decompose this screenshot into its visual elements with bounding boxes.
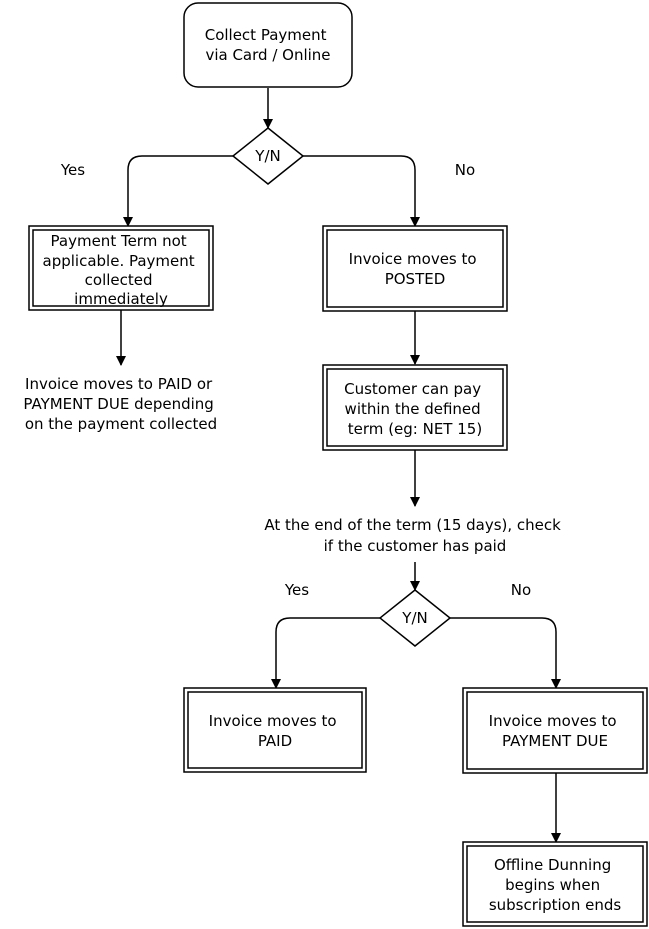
paid-line: PAID [258,732,292,750]
decision1-node: Y/N [231,127,305,185]
dunning-line: subscription ends [489,896,622,914]
customer-term-line: term (eg: NET 15) [348,420,482,438]
posted-line: POSTED [385,270,446,288]
customer-term-line: Customer can pay [344,380,481,398]
decision2-yes-label: Yes [284,581,309,599]
decision1-no-label: No [455,161,475,179]
svg-text:Invoice moves to POSTED: Invoice moves to POSTED [349,250,482,288]
customer-term-node: Customer can pay within the defined term… [322,364,508,451]
decision1-label: Y/N [254,147,280,165]
arrow-decision2-no [450,617,561,689]
term-not-applicable-node: Payment Term not applicable. Payment col… [28,225,214,311]
paid-or-due-text: Invoice moves to PAID or PAYMENT DUE dep… [23,375,218,433]
decision2-no-label: No [511,581,531,599]
connectors [116,88,561,843]
arrow-decision1-yes [123,155,233,227]
payment-due-line: PAYMENT DUE [502,732,608,750]
term-not-applicable-line: Payment Term not [51,232,187,250]
svg-text:Invoice moves to PAYMENT: Invoice moves to PAYMENT DUE [489,712,622,750]
dunning-line: Offline Dunning [494,856,611,874]
decision2-label: Y/N [401,609,427,627]
svg-text:Payment Term not applica: Payment Term not applicable. Payment col… [43,232,200,308]
dunning-node: Offline Dunning begins when subscription… [462,841,648,927]
svg-text:Offline Dunning begins w: Offline Dunning begins when subscription… [489,856,622,914]
arrow-decision2-yes [271,617,380,689]
customer-term-line: within the defined [345,400,481,418]
paid-or-due-line: PAYMENT DUE depending [23,395,213,413]
paid-or-due-line: on the payment collected [25,415,217,433]
term-end-line: if the customer has paid [324,537,507,555]
svg-text:Invoice moves to PAID: Invoice moves to PAID [209,712,342,750]
svg-text:Customer can pay within: Customer can pay within the defined term… [344,380,486,438]
dunning-line: begins when [505,876,600,894]
term-end-text: At the end of the term (15 days), check … [264,516,565,555]
svg-text:Collect Payment via Card: Collect Payment via Card / Online [205,26,332,64]
term-end-line: At the end of the term (15 days), check [264,516,561,534]
decision2-node: Y/N [378,589,452,647]
paid-line: Invoice moves to [209,712,337,730]
posted-node: Invoice moves to POSTED [322,225,508,312]
start-node-line: Collect Payment [205,26,327,44]
start-node-line: via Card / Online [205,46,330,64]
payment-due-line: Invoice moves to [489,712,617,730]
payment-due-node: Invoice moves to PAYMENT DUE [462,687,648,774]
term-not-applicable-line: collected [85,271,153,289]
decision1-yes-label: Yes [60,161,85,179]
paid-or-due-line: Invoice moves to PAID or [25,375,213,393]
term-not-applicable-line: applicable. Payment [43,252,195,270]
start-node: Collect Payment via Card / Online [183,2,353,88]
paid-node: Invoice moves to PAID [183,687,367,773]
arrow-decision1-no [303,155,420,227]
posted-line: Invoice moves to [349,250,477,268]
term-not-applicable-line: immediately [74,290,168,308]
